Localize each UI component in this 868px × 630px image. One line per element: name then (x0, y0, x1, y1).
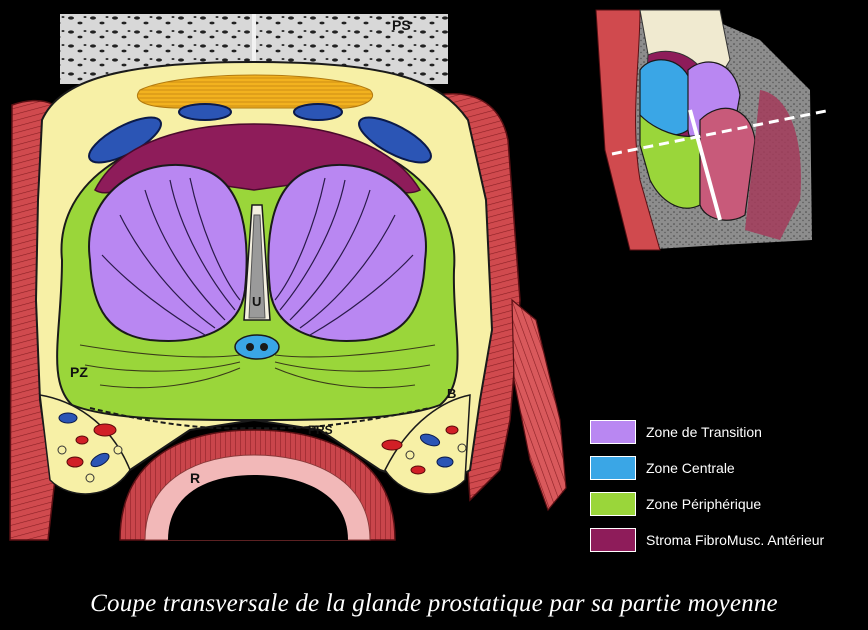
legend-swatch (590, 528, 636, 552)
legend-swatch (590, 492, 636, 516)
label-u: U (252, 294, 261, 309)
label-b: B (447, 386, 456, 401)
legend-swatch (590, 420, 636, 444)
figure-caption: Coupe transversale de la glande prostati… (0, 590, 868, 618)
legend-label: Zone Périphérique (646, 496, 761, 512)
label-prs: PRS (308, 423, 333, 437)
label-ps: PS (392, 17, 411, 33)
legend-item-transition-zone: Zone de Transition (590, 414, 868, 450)
sagittal-inset (596, 10, 826, 250)
label-pz: PZ (70, 364, 88, 380)
legend-item-central-zone: Zone Centrale (590, 450, 868, 486)
legend-label: Zone de Transition (646, 424, 762, 440)
legend-item-fibromuscular-stroma: Stroma FibroMusc. Antérieur (590, 522, 868, 558)
legend-item-peripheral-zone: Zone Périphérique (590, 486, 868, 522)
legend-label: Stroma FibroMusc. Antérieur (646, 532, 824, 548)
legend-swatch (590, 456, 636, 480)
legend: Zone de Transition Zone Centrale Zone Pé… (590, 414, 868, 558)
legend-label: Zone Centrale (646, 460, 735, 476)
label-r: R (190, 470, 200, 486)
central-zone (235, 335, 279, 359)
